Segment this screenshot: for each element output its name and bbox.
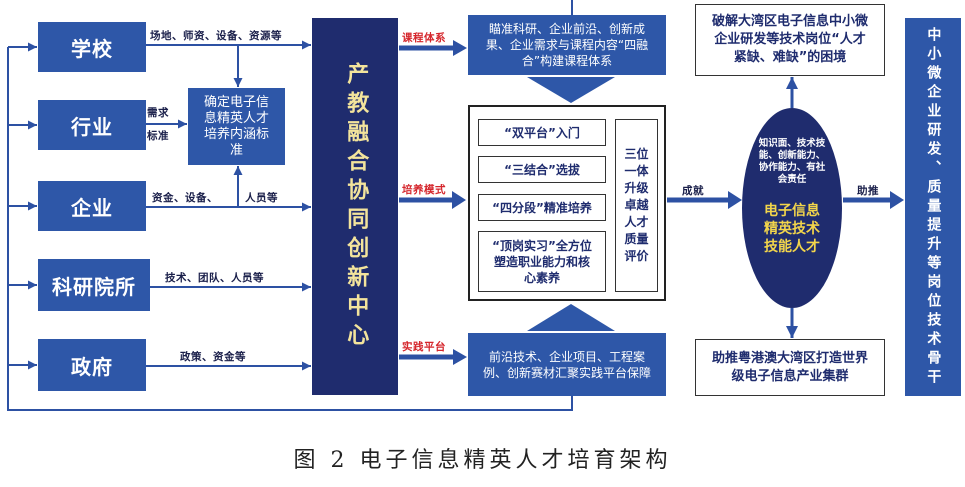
quality-evaluation-box: 三位一体升级卓越人才质量评价 [615,119,658,292]
stakeholder-research-label: 科研院所 [52,274,136,299]
achieve-flow-label: 成就 [682,185,704,197]
curriculum-box: 瞄准科研、企业前沿、创新成果、企业需求与课程内容“四融合”构建课程体系 [468,15,666,75]
figure-caption: 图 2 电子信息精英人才培育架构 [293,448,672,473]
chevron-down-curriculum-to-training [527,77,615,103]
training-mode-flow-label: 培养模式 [402,184,446,196]
industry-standard-label: 标准 [147,130,169,142]
training-step-internship: “顶岗实习”全方位塑造职业能力和核心素养 [478,231,606,292]
curriculum-text: 瞄准科研、企业前沿、创新成果、企业需求与课程内容“四融合”构建课程体系 [485,22,649,68]
arrow-hub-to-curriculum [399,40,467,56]
stakeholder-industry-label: 行业 [71,114,113,139]
talent-traits-text: 知识面、技术技能、创新能力、协作能力、有社会责任 [758,138,826,185]
practice-platform-text: 前沿技术、企业项目、工程案例、创新赛材汇聚实践平台保障 [482,349,651,380]
practice-platform-flow-label: 实践平台 [402,341,446,353]
stakeholder-research-institute: 科研院所 [38,259,150,311]
arrow-training-to-talent [667,191,742,209]
school-contribution-label: 场地、师资、设备、资源等 [150,30,282,42]
talent-ellipse [742,108,842,308]
talent-standard-box: 确定电子信息精英人才培养内涵标准 [188,88,285,165]
stakeholder-government-label: 政府 [71,354,113,379]
impact-top-box: 破解大湾区电子信息中小微企业研发等技术岗位“人才紧缺、难缺”的困境 [695,4,885,76]
collaboration-center-box: 产教融合协同创新中心 [312,18,398,395]
impact-bottom-box: 助推粤港澳大湾区打造世界级电子信息产业集群 [695,339,885,396]
talent-title: 电子信息精英技术技能人才 [764,203,820,255]
impact-top-text: 破解大湾区电子信息中小微企业研发等技术岗位“人才紧缺、难缺”的困境 [711,14,868,65]
training-step-label: “四分段”精准培养 [492,201,592,215]
chevron-up-platform-to-training [527,304,615,331]
feedback-loop-line [7,47,573,411]
stakeholder-industry: 行业 [38,100,146,150]
government-contribution-label: 政策、资金等 [180,351,246,363]
training-step-entry: “双平台”入门 [478,119,606,146]
training-step-label: “双平台”入门 [504,126,580,140]
practice-platform-box: 前沿技术、企业项目、工程案例、创新赛材汇聚实践平台保障 [468,333,666,396]
quality-evaluation-text: 三位一体升级卓越人才质量评价 [624,147,649,263]
industry-demand-label: 需求 [147,107,169,119]
research-contribution-label: 技术、团队、人员等 [165,272,264,284]
stakeholder-school: 学校 [38,22,146,72]
target-role-text: 中小微企业研发、质量提升等岗位技术骨干 [925,26,942,388]
enterprise-people-label: 人员等 [245,192,278,204]
enterprise-contribution-label: 资金、设备、 [152,192,218,204]
training-step-label: “顶岗实习”全方位塑造职业能力和核心素养 [492,238,592,285]
arrow-talent-to-target [843,191,904,209]
arrow-hub-to-platform [399,349,467,365]
training-step-precision: “四分段”精准培养 [478,194,606,221]
stakeholder-school-label: 学校 [71,36,113,61]
target-role-box: 中小微企业研发、质量提升等岗位技术骨干 [905,18,961,396]
talent-standard-text: 确定电子信息精英人才培养内涵标准 [203,94,269,158]
stakeholder-enterprise: 企业 [38,181,146,231]
collaboration-center-title: 产教融合协同创新中心 [343,61,369,352]
impact-bottom-text: 助推粤港澳大湾区打造世界级电子信息产业集群 [711,350,868,384]
training-step-label: “三结合”选拔 [504,163,580,177]
boost-flow-label: 助推 [857,185,879,197]
stakeholder-enterprise-label: 企业 [71,195,113,220]
arrow-hub-to-training [399,191,466,209]
curriculum-flow-label: 课程体系 [402,32,446,44]
training-step-selection: “三结合”选拔 [478,156,606,183]
stakeholder-government: 政府 [38,339,146,391]
